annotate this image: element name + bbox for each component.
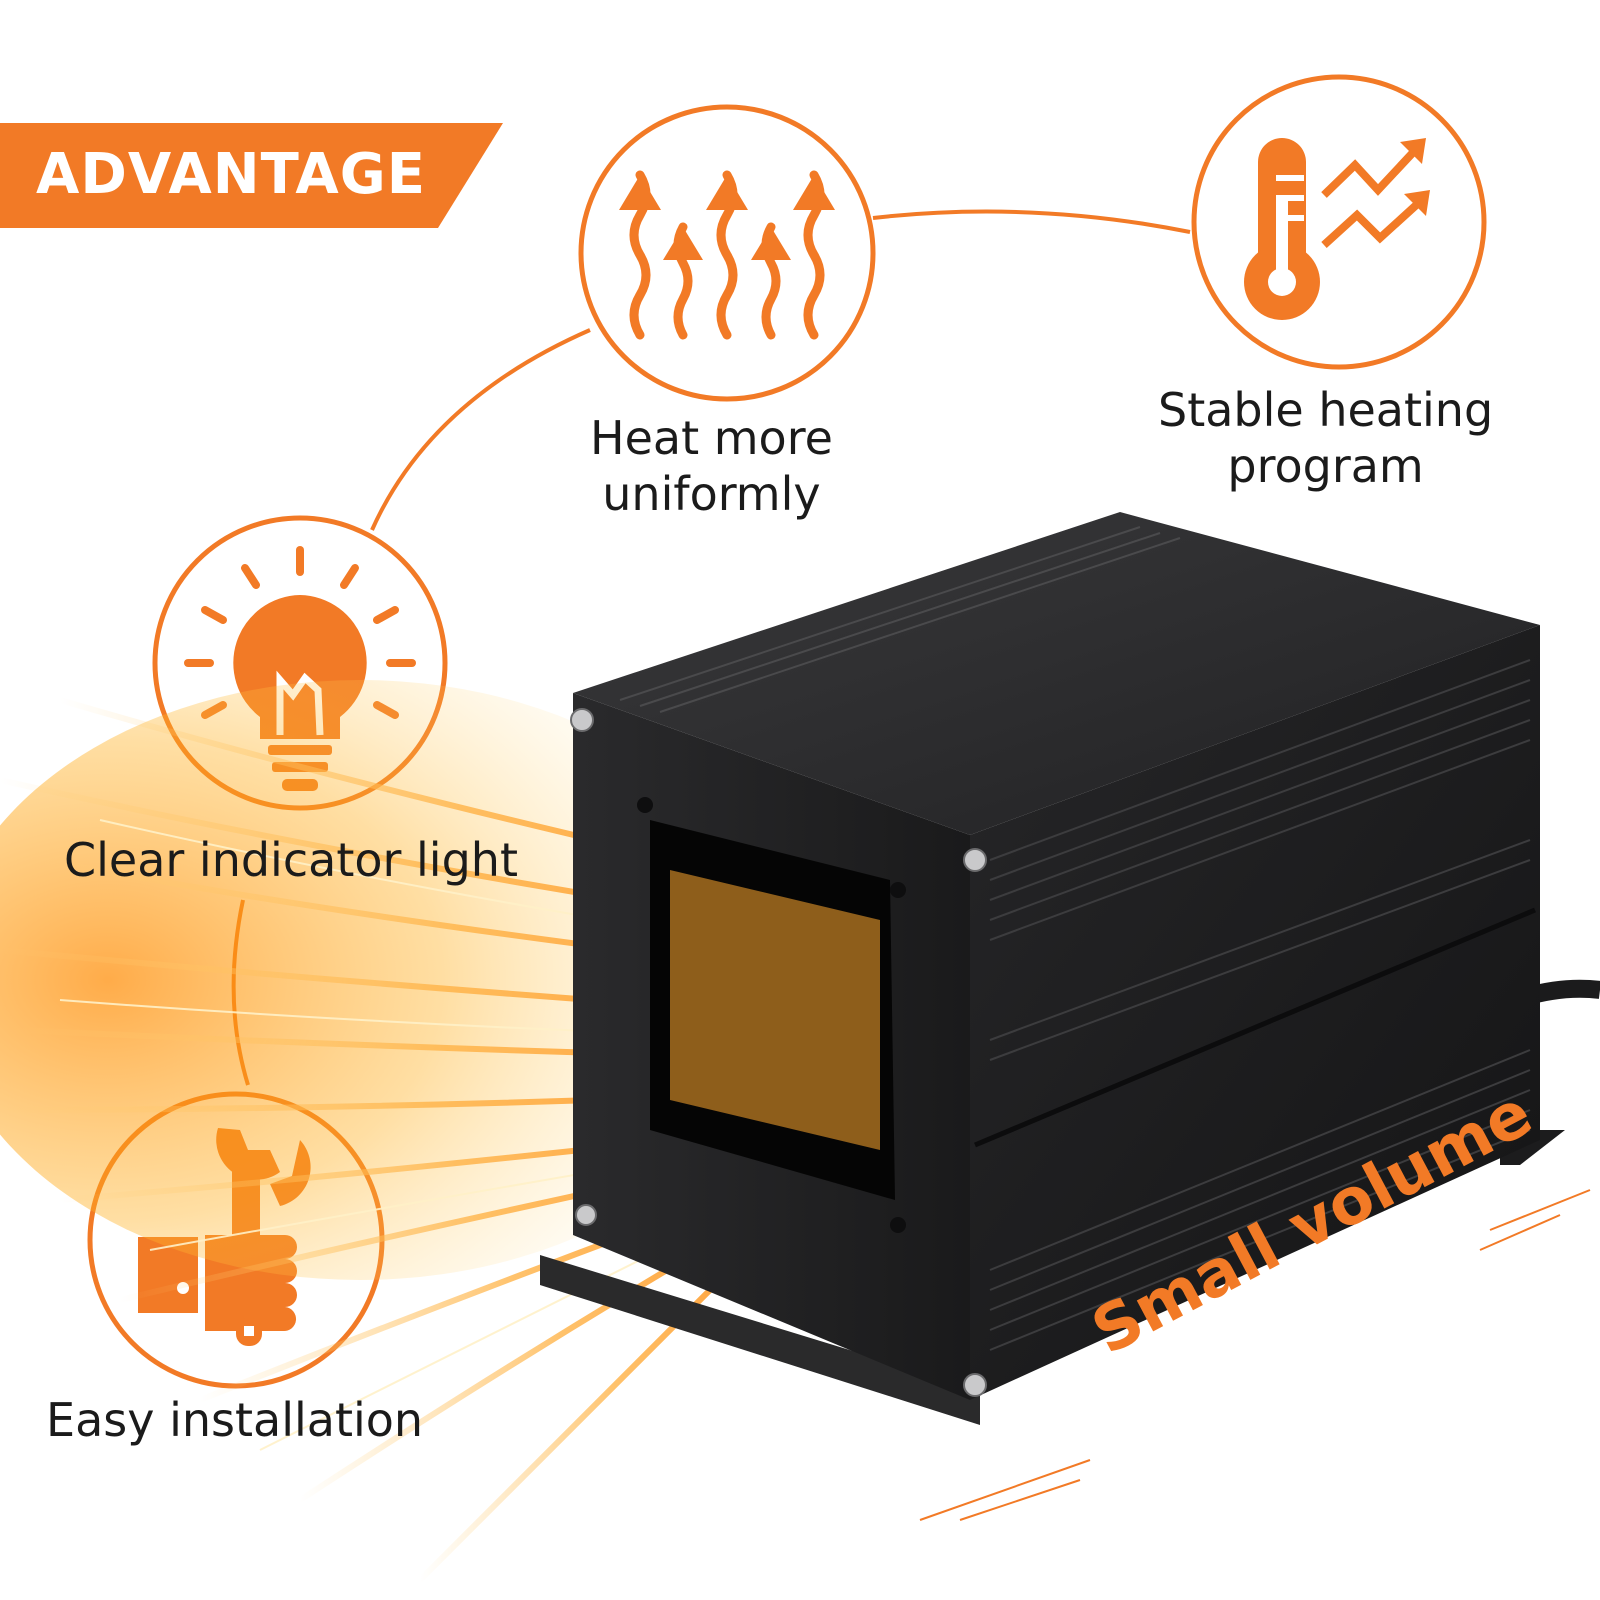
- stable-feature-label: Stable heating program: [1158, 382, 1493, 494]
- heater-unit-image: [540, 512, 1600, 1425]
- tagline-flourish: [919, 1189, 1591, 1521]
- stable-feature-circle: [1191, 74, 1487, 370]
- thermometer-trend-icon: [1244, 138, 1430, 320]
- stable-feature-line1: Stable heating: [1158, 383, 1494, 437]
- indicator-feature-label: Clear indicator light: [64, 833, 518, 887]
- heat-feature-line2: uniformly: [602, 467, 821, 522]
- heat-feature-label: Heat more uniformly: [590, 410, 833, 522]
- heat-feature-line1: Heat more: [590, 411, 833, 465]
- stable-feature-line2: program: [1227, 439, 1424, 494]
- advantage-banner-text: ADVANTAGE: [36, 142, 426, 207]
- installation-feature-label: Easy installation: [46, 1393, 424, 1447]
- advantage-banner: [0, 123, 503, 228]
